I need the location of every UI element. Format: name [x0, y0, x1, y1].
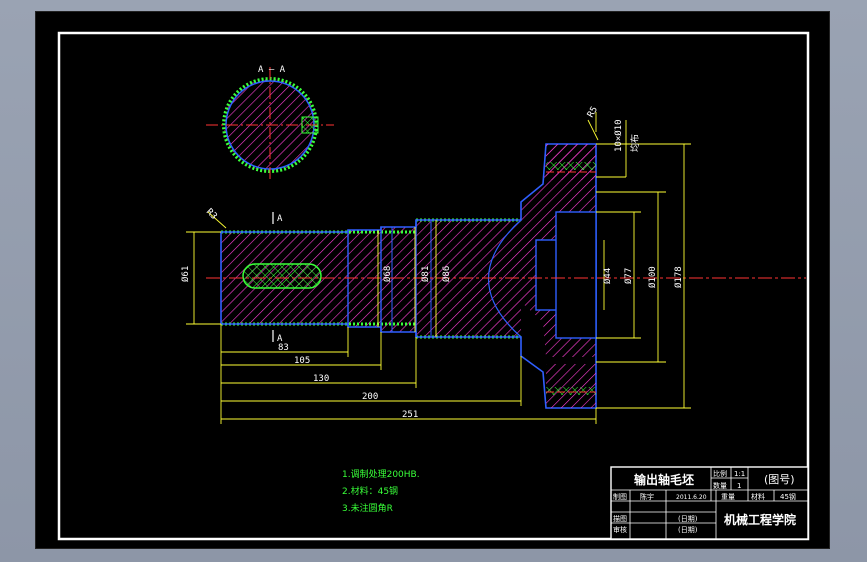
- part-name: 输出轴毛坯: [634, 472, 694, 487]
- section-label: A — A: [258, 65, 286, 75]
- dim-d100: Ø100: [647, 266, 658, 288]
- qty-value: 1: [737, 482, 741, 490]
- weight-label: 重量: [721, 493, 735, 501]
- dim-d178: Ø178: [673, 266, 684, 288]
- len-83: 83: [278, 343, 289, 353]
- technical-notes: 1.调制处理200HB. 2.材料：45钢 3.未注圆角R: [342, 468, 420, 514]
- note-1: 1.调制处理200HB.: [342, 468, 420, 480]
- drawn-date: 2011.6.20: [676, 494, 707, 501]
- dim-d44: Ø44: [602, 268, 613, 284]
- review-label: 审核: [613, 525, 627, 534]
- dimensions: [186, 112, 691, 424]
- len-200: 200: [362, 392, 378, 402]
- dim-d86: Ø86: [441, 266, 452, 282]
- date-placeholder-2: (日期): [678, 526, 698, 534]
- dim-hole-note: 均布: [629, 134, 641, 152]
- shaft-view: A A: [206, 143, 806, 409]
- dim-d68: Ø68: [382, 266, 393, 282]
- cut-mark-top: A: [277, 214, 283, 224]
- school-name: 机械工程学院: [724, 512, 796, 527]
- chamfer-right: R5: [586, 105, 600, 119]
- scale-value: 1:1: [734, 470, 745, 478]
- qty-label: 数量: [713, 481, 727, 490]
- note-2: 2.材料：45钢: [342, 485, 398, 497]
- check-label: 描图: [613, 514, 627, 523]
- dim-holes: 10×Ø10: [613, 119, 624, 152]
- section-view: A — A: [206, 65, 334, 182]
- drawing-sheet: A — A A A: [35, 11, 830, 549]
- dim-d61: Ø61: [180, 266, 191, 282]
- dim-d77: Ø77: [623, 268, 634, 284]
- cad-drawing: A — A A A: [57, 31, 810, 541]
- title-block: 输出轴毛坯 比例 1:1 数量 1 (图号) 制图 陈宇 2011.6.20 重…: [610, 466, 809, 540]
- len-251: 251: [402, 410, 418, 420]
- cut-mark-bottom: A: [277, 334, 283, 344]
- len-105: 105: [294, 356, 310, 366]
- material-value: 45钢: [780, 492, 796, 501]
- drawn-name: 陈宇: [640, 492, 654, 501]
- drawn-label: 制图: [613, 492, 627, 501]
- drawing-number: (图号): [764, 473, 795, 486]
- material-label: 材料: [751, 492, 765, 501]
- inner-frame: [57, 31, 810, 541]
- note-3: 3.未注圆角R: [342, 502, 393, 514]
- dim-d81: Ø81: [420, 266, 431, 282]
- scale-label: 比例: [713, 469, 727, 478]
- len-130: 130: [313, 374, 329, 384]
- dimension-labels: Ø61 Ø68 Ø81 Ø86 Ø44 Ø77 Ø100 Ø178 10×Ø10…: [180, 105, 684, 420]
- date-placeholder-1: (日期): [678, 515, 698, 523]
